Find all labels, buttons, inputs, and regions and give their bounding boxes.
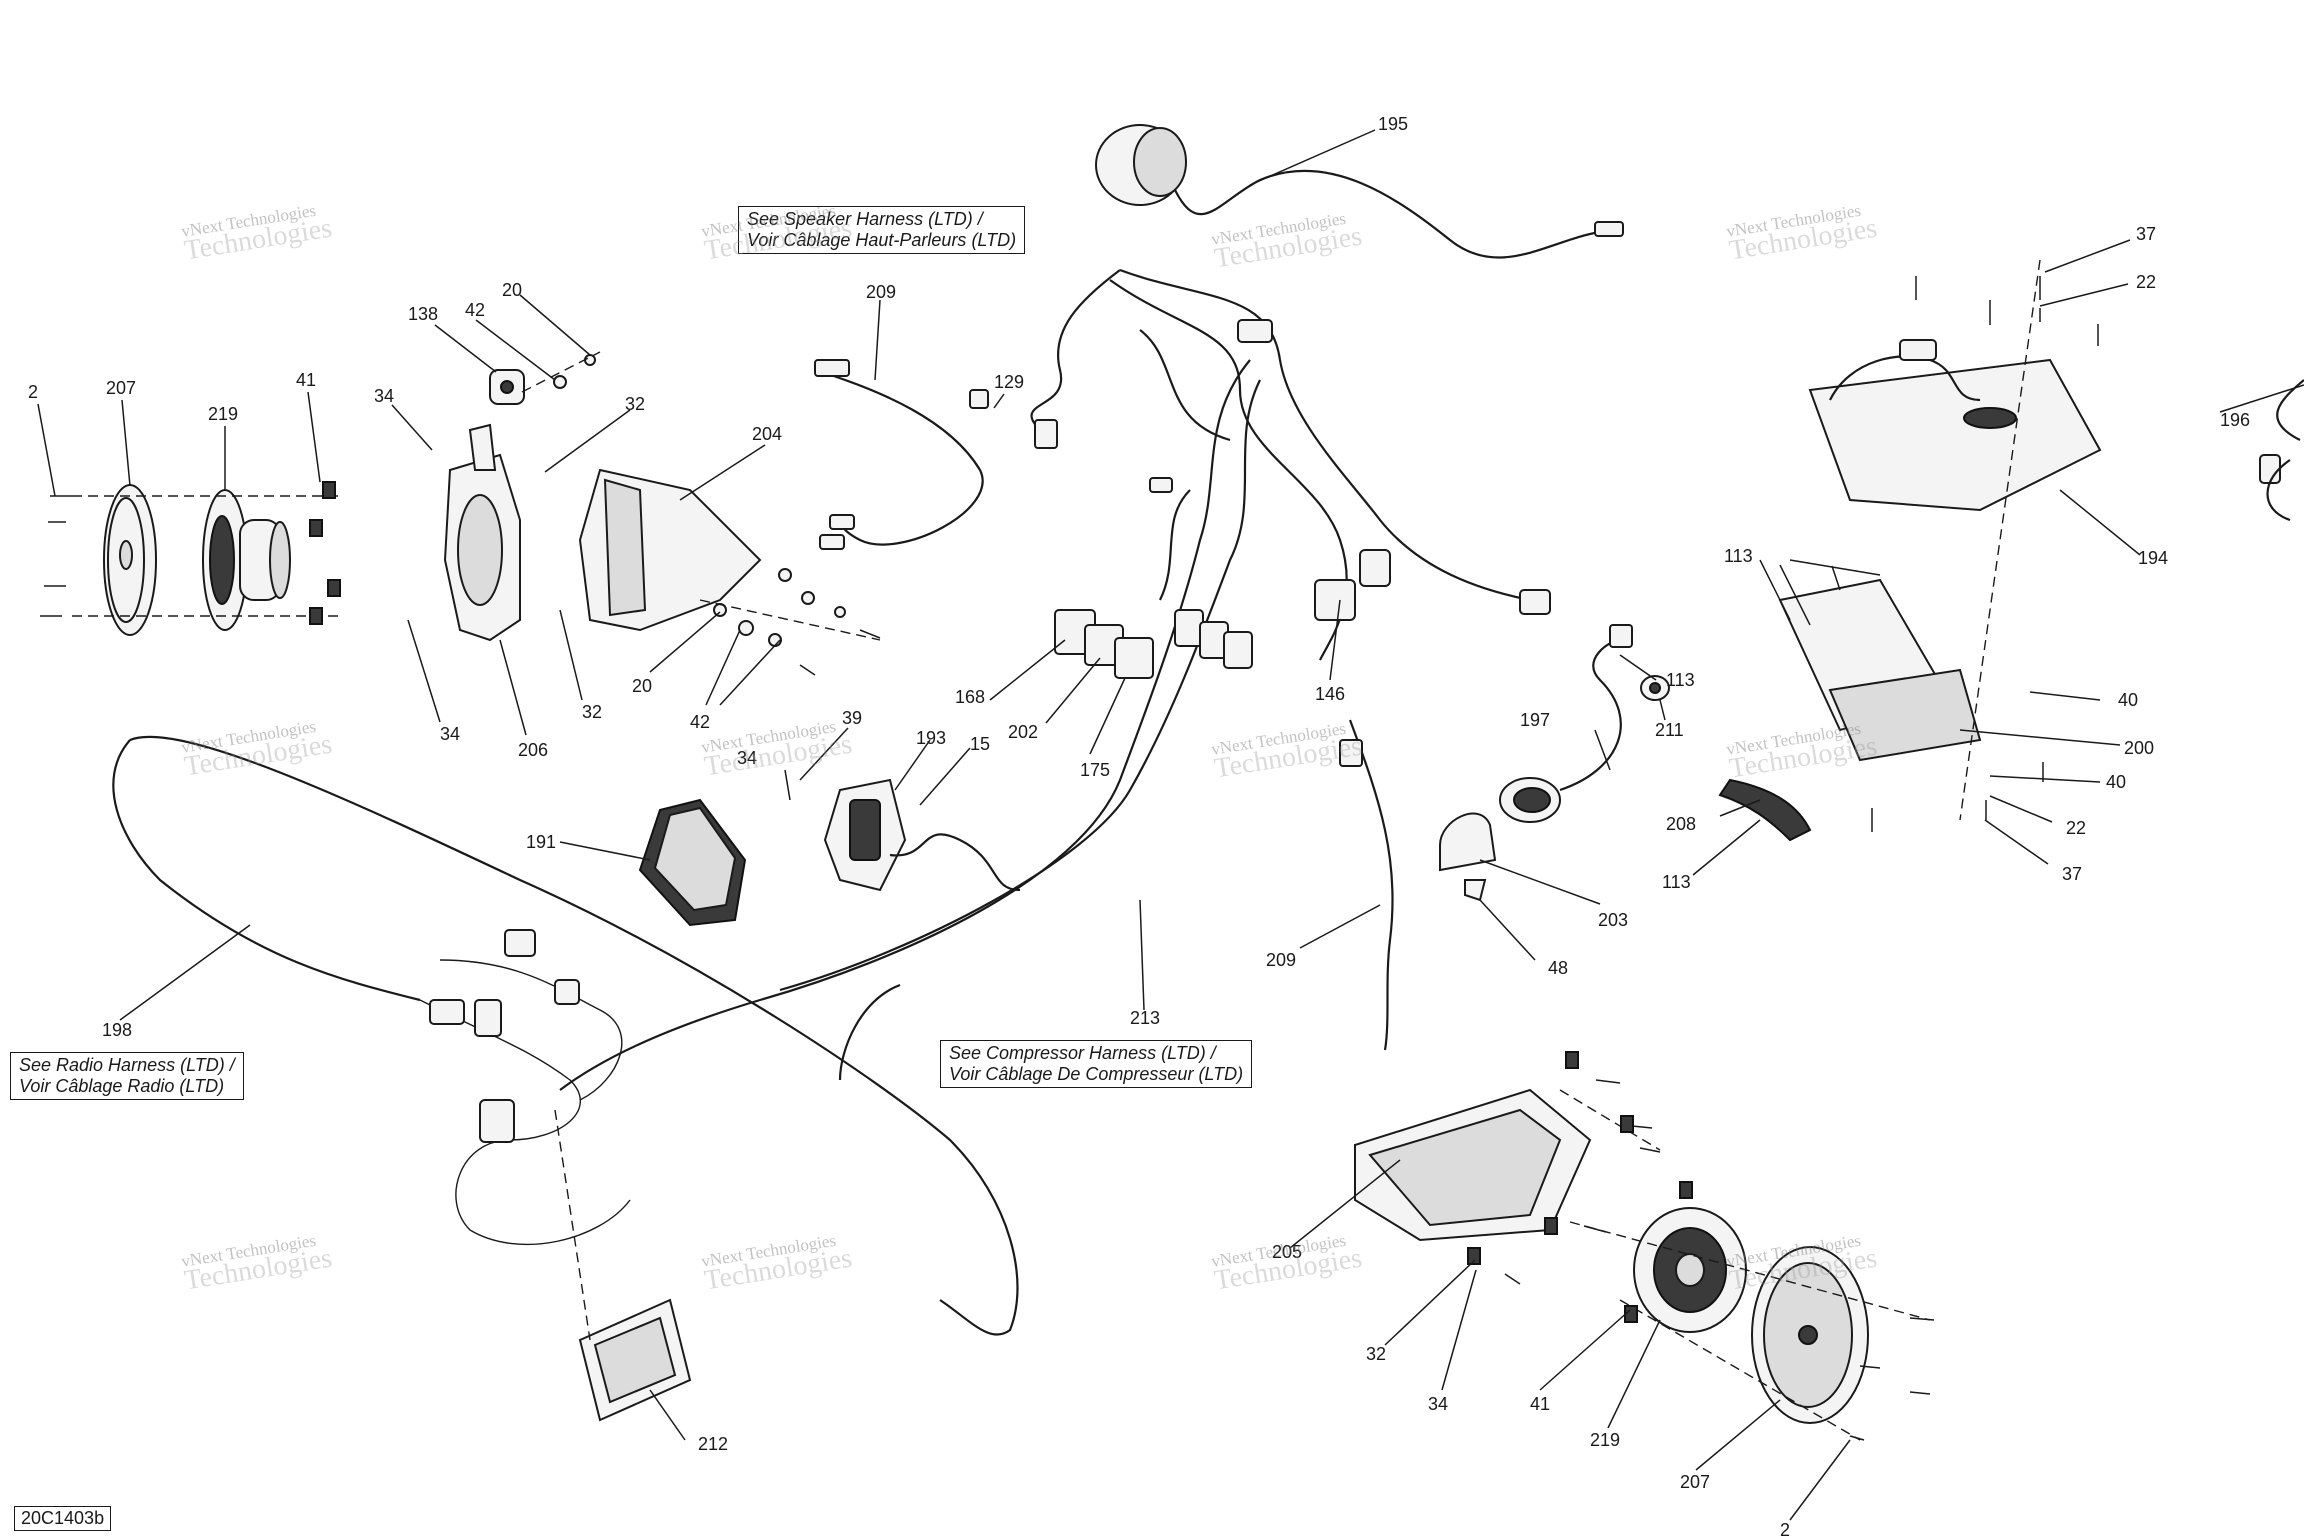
note-line: Voir Câblage De Compresseur (LTD) <box>949 1064 1244 1084</box>
callout: 41 <box>296 370 316 390</box>
note-speaker-harness: See Speaker Harness (LTD) / Voir Câblage… <box>738 206 1026 254</box>
radio-harness-198 <box>112 735 1019 1336</box>
speaker-grille-right <box>1751 1246 1869 1424</box>
callout: 168 <box>955 687 985 707</box>
leader-lines <box>37 129 2304 1521</box>
nut-211 <box>1640 675 1670 701</box>
callout: 20 <box>632 676 652 696</box>
grommet-138 <box>489 369 525 405</box>
callout: 42 <box>690 712 710 732</box>
callout: 193 <box>916 728 946 748</box>
callout: 42 <box>465 300 485 320</box>
callout: 197 <box>1520 710 1550 730</box>
callout: 194 <box>2138 548 2168 568</box>
connector-129 <box>969 389 989 409</box>
callout: 34 <box>737 748 757 768</box>
callout: 205 <box>1272 1242 1302 1262</box>
mount-cable <box>889 833 1021 892</box>
callout: 198 <box>102 1020 132 1040</box>
callout: 138 <box>408 304 438 324</box>
callout: 212 <box>698 1434 728 1454</box>
usb-socket-197 <box>1499 624 1633 823</box>
callout: 32 <box>625 394 645 414</box>
callout: 22 <box>2136 272 2156 292</box>
speaker-left <box>202 489 291 631</box>
callout: 208 <box>1666 814 1696 834</box>
note-line: See Compressor Harness (LTD) / <box>949 1043 1216 1063</box>
callout: 113 <box>1724 546 1753 566</box>
callout: 207 <box>106 378 136 398</box>
callout: 34 <box>440 724 460 744</box>
callout: 175 <box>1080 760 1110 780</box>
washer-42-20 <box>521 351 601 393</box>
bracket-203 <box>1439 812 1497 902</box>
callout: 219 <box>208 404 238 424</box>
callout: 219 <box>1590 1430 1620 1450</box>
callout-labels: 2 207 219 41 138 42 20 34 32 204 20 42 3… <box>28 114 2250 1536</box>
gps-unit-191 <box>638 798 747 927</box>
speaker-right <box>1633 1207 1747 1333</box>
callout: 34 <box>374 386 394 406</box>
callout: 40 <box>2118 690 2138 710</box>
strap-208 <box>1718 778 1812 842</box>
callout: 32 <box>582 702 602 722</box>
callout: 48 <box>1548 958 1568 978</box>
antenna-195 <box>1095 124 1624 259</box>
callout: 211 <box>1655 720 1684 740</box>
callout: 206 <box>518 740 548 760</box>
callout: 2 <box>1780 1520 1790 1536</box>
module-212 <box>554 1109 692 1422</box>
callout: 40 <box>2106 772 2126 792</box>
diagram-reference-code: 20C1403b <box>14 1506 112 1531</box>
callout: 37 <box>2136 224 2156 244</box>
mount-193 <box>823 778 907 892</box>
callout: 2 <box>28 382 38 402</box>
callout: 204 <box>752 424 782 444</box>
callout: 202 <box>1008 722 1038 742</box>
callout: 146 <box>1315 684 1345 704</box>
callout: 113 <box>1666 670 1695 690</box>
speaker-housing-left <box>578 468 762 632</box>
callout: 113 <box>1662 872 1691 892</box>
callout: 41 <box>1530 1394 1550 1414</box>
callout: 213 <box>1130 1008 1160 1028</box>
amp-hardware <box>1871 276 2099 832</box>
speaker-harness-209 <box>814 359 984 550</box>
callout: 34 <box>1428 1394 1448 1414</box>
amp-bracket-200 <box>1778 259 2041 821</box>
callout: 209 <box>866 282 896 302</box>
main-harness <box>559 268 1551 1091</box>
speaker-clips-left <box>309 481 341 625</box>
callout: 129 <box>994 372 1024 392</box>
note-line: Voir Câblage Radio (LTD) <box>19 1076 225 1096</box>
callout: 32 <box>1366 1344 1386 1364</box>
note-line: See Radio Harness (LTD) / <box>19 1055 235 1075</box>
callout: 209 <box>1266 950 1296 970</box>
callout: 22 <box>2066 818 2086 838</box>
callout: 15 <box>970 734 990 754</box>
callout: 191 <box>526 832 556 852</box>
relay-blocks-168-175-202 <box>1054 609 1253 679</box>
speaker-bracket-left <box>443 423 521 642</box>
note-compressor-harness: See Compressor Harness (LTD) / Voir Câbl… <box>940 1040 1253 1088</box>
callout: 20 <box>502 280 522 300</box>
note-line: See Speaker Harness (LTD) / <box>747 209 983 229</box>
connector-196 <box>2259 379 2304 522</box>
callout: 196 <box>2220 410 2250 430</box>
callout: 195 <box>1378 114 1408 134</box>
amplifier-194 <box>1808 339 2102 512</box>
callout: 37 <box>2062 864 2082 884</box>
callout: 200 <box>2124 738 2154 758</box>
callout: 39 <box>842 708 862 728</box>
harness-209-lower <box>1339 719 1394 1051</box>
note-line: Voir Câblage Haut-Parleurs (LTD) <box>747 230 1017 250</box>
note-radio-harness: See Radio Harness (LTD) / Voir Câblage R… <box>10 1052 244 1100</box>
speaker-grille-left <box>103 484 157 636</box>
callout: 203 <box>1598 910 1628 930</box>
speaker-screws-left <box>40 495 340 617</box>
callout: 207 <box>1680 1472 1710 1492</box>
